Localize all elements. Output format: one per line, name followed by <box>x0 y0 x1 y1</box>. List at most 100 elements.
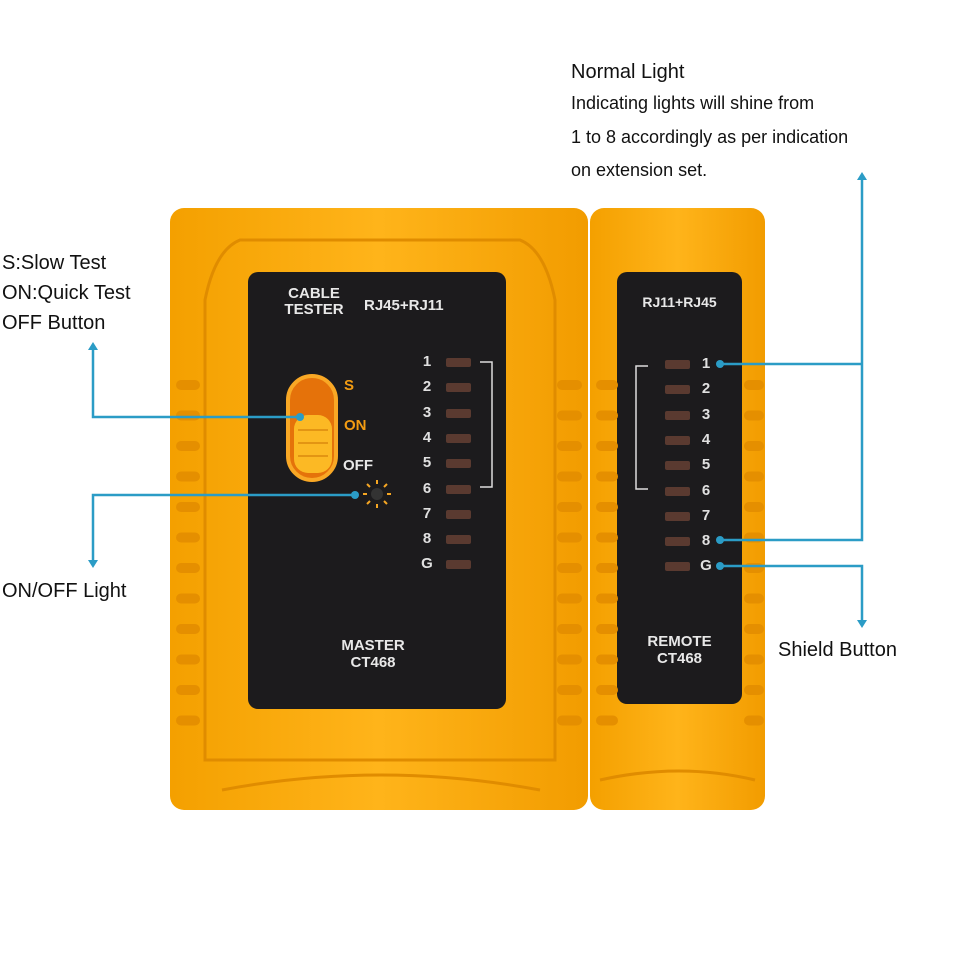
master-led-6 <box>446 484 471 494</box>
remote-led-1 <box>665 360 690 369</box>
grip-ridge <box>744 380 764 390</box>
master-led-label: G <box>421 555 433 573</box>
grip-ridge <box>744 471 764 482</box>
grip-ridge <box>596 532 618 543</box>
grip-ridge <box>557 654 582 665</box>
remote-led-label: 8 <box>701 532 711 550</box>
grip-ridges <box>176 380 764 726</box>
grip-ridge <box>596 563 618 573</box>
remote-led-7 <box>665 511 690 521</box>
grip-ridge <box>557 593 582 604</box>
remote-led-G <box>665 562 690 572</box>
grip-ridge <box>557 685 582 695</box>
remote-led-label: 3 <box>701 405 711 423</box>
master-led-5 <box>446 459 471 469</box>
switch-callout-slow: S:Slow Test <box>2 252 107 274</box>
grip-ridge <box>744 410 764 421</box>
pair-brackets <box>480 361 648 490</box>
grip-ridge <box>557 471 582 482</box>
grip-ridge <box>596 441 618 451</box>
remote-led-label: G <box>700 557 712 575</box>
master-led-label: 7 <box>422 504 432 522</box>
grip-ridge <box>557 380 582 390</box>
master-led-2 <box>446 383 471 393</box>
remote-led-label: 5 <box>701 456 711 474</box>
remote-name: REMOTE <box>647 633 712 650</box>
master-label: MASTER CT468 <box>318 637 428 671</box>
switch-label-off: OFF <box>343 457 373 474</box>
grip-ridge <box>176 532 200 543</box>
remote-led-6 <box>665 486 690 496</box>
grip-ridge <box>596 624 618 634</box>
grip-ridge <box>596 715 618 726</box>
grip-ridge <box>176 624 200 634</box>
grip-ridge <box>176 441 200 451</box>
switch-callout-off: OFF Button <box>2 312 106 334</box>
power-light <box>363 480 391 508</box>
grip-ridge <box>176 410 200 421</box>
grip-ridge <box>557 624 582 634</box>
switch-callout-quick: ON:Quick Test <box>2 282 131 304</box>
grip-ridge <box>596 471 618 482</box>
master-led-label: 1 <box>422 353 432 370</box>
grip-ridge <box>744 441 764 451</box>
remote-led-3 <box>665 410 690 420</box>
grip-ridge <box>596 654 618 665</box>
grip-ridge <box>557 715 582 726</box>
remote-led-5 <box>665 461 690 471</box>
normal-light-desc-3: on extension set. <box>571 160 708 180</box>
remote-led-label: 4 <box>701 430 711 448</box>
grip-ridge <box>557 441 582 451</box>
master-led-8 <box>446 535 471 545</box>
remote-led-8 <box>665 537 690 547</box>
grip-ridge <box>744 685 764 695</box>
master-led-G <box>446 560 471 570</box>
grip-ridge <box>557 532 582 543</box>
grip-ridge <box>176 471 200 482</box>
onoff-light-callout: ON/OFF Light <box>2 580 127 602</box>
grip-ridge <box>176 593 200 604</box>
master-model: CT468 <box>350 654 396 671</box>
master-led-4 <box>446 433 471 443</box>
remote-led-label: 2 <box>701 380 711 398</box>
shield-callout: Shield Button <box>778 639 897 661</box>
remote-ports: RJ11+RJ45 <box>642 294 717 310</box>
master-title: CABLE TESTER <box>276 286 352 318</box>
master-ports: RJ45+RJ11 <box>364 297 444 314</box>
master-name: MASTER <box>341 637 405 654</box>
master-led-label: 2 <box>422 378 432 396</box>
master-led-3 <box>446 408 471 418</box>
grip-ridge <box>176 654 200 665</box>
grip-ridge <box>176 502 200 512</box>
grip-ridge <box>744 715 764 726</box>
remote-led-4 <box>665 435 690 445</box>
normal-light-title: Normal Light <box>571 61 685 83</box>
switch-callout: S:Slow Test ON:Quick Test OFF Button <box>2 248 131 338</box>
remote-unit-body <box>590 208 765 810</box>
grip-ridge <box>176 563 200 573</box>
callout-lines <box>91 178 864 622</box>
grip-ridge <box>744 593 764 604</box>
master-led-label: 6 <box>422 479 432 497</box>
remote-led-label: 7 <box>701 506 711 524</box>
grip-ridge <box>596 380 618 390</box>
remote-label: REMOTE CT468 <box>617 633 742 667</box>
switch-label-s: S <box>344 377 355 394</box>
master-title-line-2: TESTER <box>284 301 344 318</box>
normal-light-callout: Normal Light Indicating lights will shin… <box>571 57 848 188</box>
grip-ridge <box>557 563 582 573</box>
master-title-line-1: CABLE <box>288 285 340 302</box>
grip-ridge <box>744 563 764 573</box>
master-led-label: 5 <box>422 454 432 472</box>
callout-markers <box>88 172 867 628</box>
power-switch <box>286 374 338 482</box>
switch-label-on: ON <box>344 417 367 434</box>
master-led-7 <box>446 509 471 519</box>
grip-ridge <box>596 502 618 512</box>
grip-ridge <box>176 685 200 695</box>
grip-ridge <box>744 654 764 665</box>
master-led-label: 3 <box>422 403 432 421</box>
grip-ridge <box>596 685 618 695</box>
remote-model: CT468 <box>656 650 703 667</box>
grip-ridge <box>596 593 618 604</box>
